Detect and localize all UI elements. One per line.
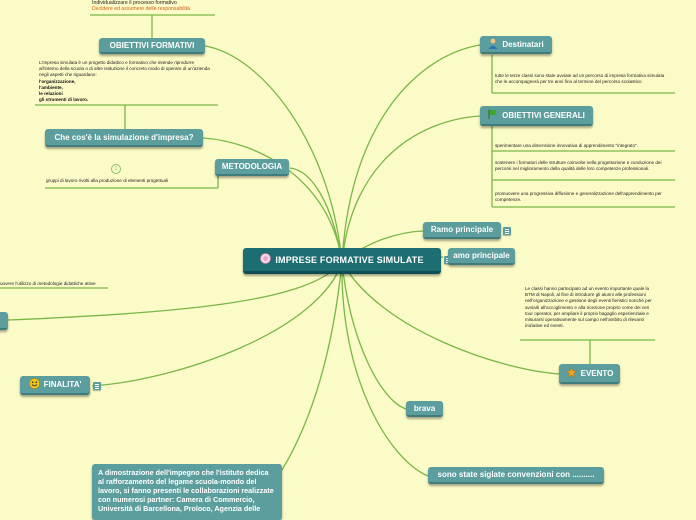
top-note: Individualizzare il processo formativo D…	[92, 0, 232, 12]
og-note2: sostenere i formatori delle strutture co…	[495, 160, 670, 172]
left-note-text: uovere l'utilizzo di metodologie didatti…	[0, 281, 96, 286]
node-finalita[interactable]: FINALITA'	[20, 376, 90, 395]
top-note-line2: Decidere ed assumere delle responsabilit…	[92, 6, 191, 13]
impresa-note-item2: l'ambiente,	[39, 84, 63, 90]
node-ramo1-label: Ramo principale	[430, 225, 494, 234]
node-ramo-principale-2[interactable]: amo principale	[448, 248, 515, 265]
node-destinatari-label: Destinatari	[502, 39, 544, 49]
node-simulazione-label: Che cos'è la simulazione d'impresa?	[54, 132, 194, 142]
destinatari-note: tutte le terze classi sono state avviate…	[495, 73, 670, 85]
node-left-partial[interactable]	[0, 312, 8, 330]
impresa-note-item4: gli strumenti di lavoro.	[39, 97, 89, 103]
node-simulazione[interactable]: Che cos'è la simulazione d'impresa?	[45, 129, 203, 147]
metodologia-circle-label: 1	[114, 166, 118, 172]
og-note3: promuovere una progressiva diffusione e …	[495, 191, 670, 203]
partner-note-text: A dimostrazione dell'impegno che l'istit…	[98, 468, 274, 513]
left-note: uovere l'utilizzo di metodologie didatti…	[0, 281, 115, 287]
smiley-icon	[28, 378, 40, 391]
impresa-note-item3: le relazioni	[39, 91, 63, 97]
node-brava[interactable]: brava	[406, 401, 443, 417]
impresa-note-item1: l'organizzazione,	[39, 78, 76, 84]
node-obiettivi-generali-label: OBIETTIVI GENERALI	[502, 110, 585, 120]
impresa-note: L'impresa simulata è un progetto didatti…	[39, 60, 211, 103]
central-topic-label: IMPRESE FORMATIVE SIMULATE	[275, 254, 424, 265]
impresa-note-intro: L'impresa simulata è un progetto didatti…	[39, 60, 210, 78]
person-icon	[488, 38, 498, 51]
node-convenzioni-label: sono state siglate convenzioni con .....…	[437, 470, 595, 479]
og-note1: sperimentare una dimensione innovativa d…	[495, 143, 670, 149]
node-brava-label: brava	[413, 403, 436, 413]
node-metodologia-label: METODOLOGIA	[221, 162, 283, 171]
node-ramo2-label: amo principale	[453, 251, 510, 260]
node-evento[interactable]: EVENTO	[559, 364, 620, 384]
metodologia-attachment-circle[interactable]: 1	[111, 164, 121, 174]
node-obiettivi-generali[interactable]: OBIETTIVI GENERALI	[480, 106, 593, 126]
og-note1-text: sperimentare una dimensione innovativa d…	[495, 143, 638, 148]
node-finalita-label: FINALITA'	[43, 380, 82, 389]
star-icon	[565, 366, 577, 380]
node-convenzioni[interactable]: sono state siglate convenzioni con .....…	[428, 467, 604, 484]
globe-icon	[260, 253, 272, 266]
central-topic[interactable]: IMPRESE FORMATIVE SIMULATE	[243, 248, 441, 274]
destinatari-note-text: tutte le terze classi sono state avviate…	[495, 73, 665, 85]
gruppi-note: gruppi di lavoro rivolti alla produzione…	[46, 178, 218, 184]
node-obiettivi-formativi[interactable]: OBIETTIVI FORMATIVI	[99, 38, 205, 54]
og-note2-text: sostenere i formatori delle strutture co…	[495, 160, 662, 172]
node-destinatari[interactable]: Destinatari	[480, 36, 552, 54]
flag-icon	[488, 109, 498, 121]
finalita-list-icon[interactable]	[93, 382, 101, 390]
evento-note-text: Le classi hanno partecipato ad un evento…	[525, 286, 652, 329]
ramo1-list-icon[interactable]	[503, 227, 511, 235]
top-note-line1: Individualizzare il processo formativo	[92, 0, 177, 6]
node-metodologia[interactable]: METODOLOGIA	[215, 159, 289, 176]
evento-note: Le classi hanno partecipato ad un evento…	[525, 286, 653, 329]
node-evento-label: EVENTO	[580, 368, 614, 378]
node-ramo-principale-1[interactable]: Ramo principale	[423, 222, 501, 239]
gruppi-note-text: gruppi di lavoro rivolti alla produzione…	[46, 178, 169, 183]
partner-note: A dimostrazione dell'impegno che l'istit…	[92, 464, 282, 520]
og-note3-text: promuovere una progressiva diffusione e …	[495, 191, 662, 203]
node-obiettivi-formativi-label: OBIETTIVI FORMATIVI	[109, 40, 195, 50]
